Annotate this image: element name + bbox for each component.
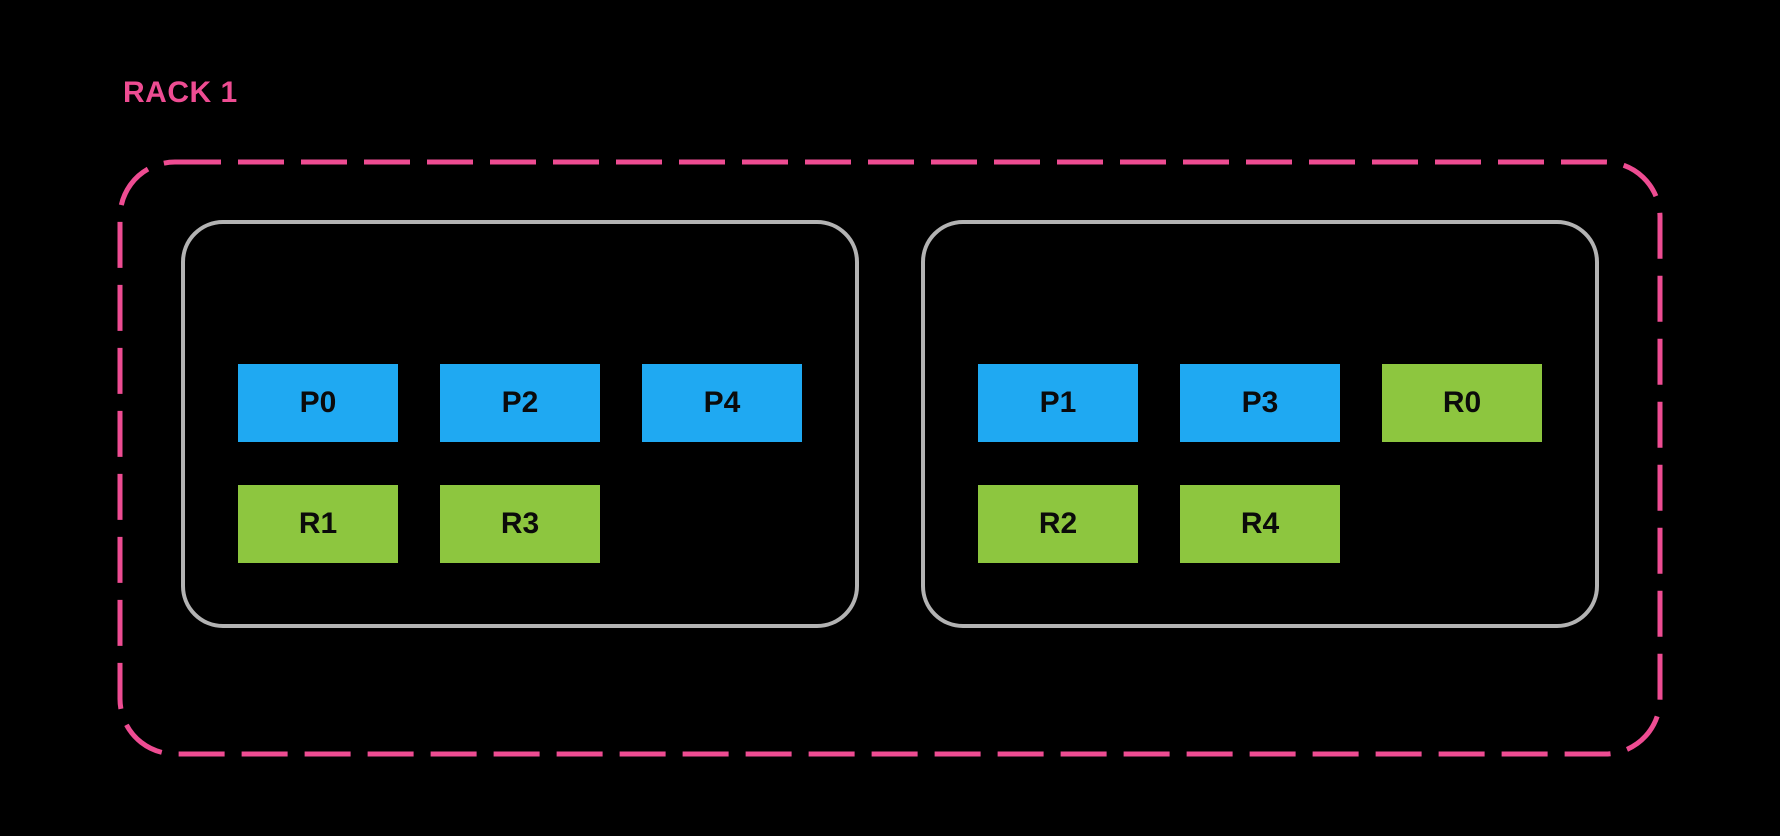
shard-p1: P1 (978, 364, 1138, 442)
rack-dashed-outline (117, 159, 1663, 757)
node-2: P1 P3 R0 R2 R4 (921, 220, 1599, 628)
node-2-primary-row: P1 P3 R0 (978, 364, 1595, 442)
shard-r3: R3 (440, 485, 600, 563)
rack-dashed-border (117, 159, 1663, 757)
shard-p2: P2 (440, 364, 600, 442)
shard-p4: P4 (642, 364, 802, 442)
node-1: P0 P2 P4 R1 R3 (181, 220, 859, 628)
shard-p0: P0 (238, 364, 398, 442)
shard-r4: R4 (1180, 485, 1340, 563)
shard-r0: R0 (1382, 364, 1542, 442)
node-2-replica-row: R2 R4 (978, 485, 1595, 563)
shard-r2: R2 (978, 485, 1138, 563)
shard-p3: P3 (1180, 364, 1340, 442)
shard-r1: R1 (238, 485, 398, 563)
node-1-replica-row: R1 R3 (238, 485, 855, 563)
node-1-primary-row: P0 P2 P4 (238, 364, 855, 442)
rack-title: RACK 1 (123, 76, 238, 109)
